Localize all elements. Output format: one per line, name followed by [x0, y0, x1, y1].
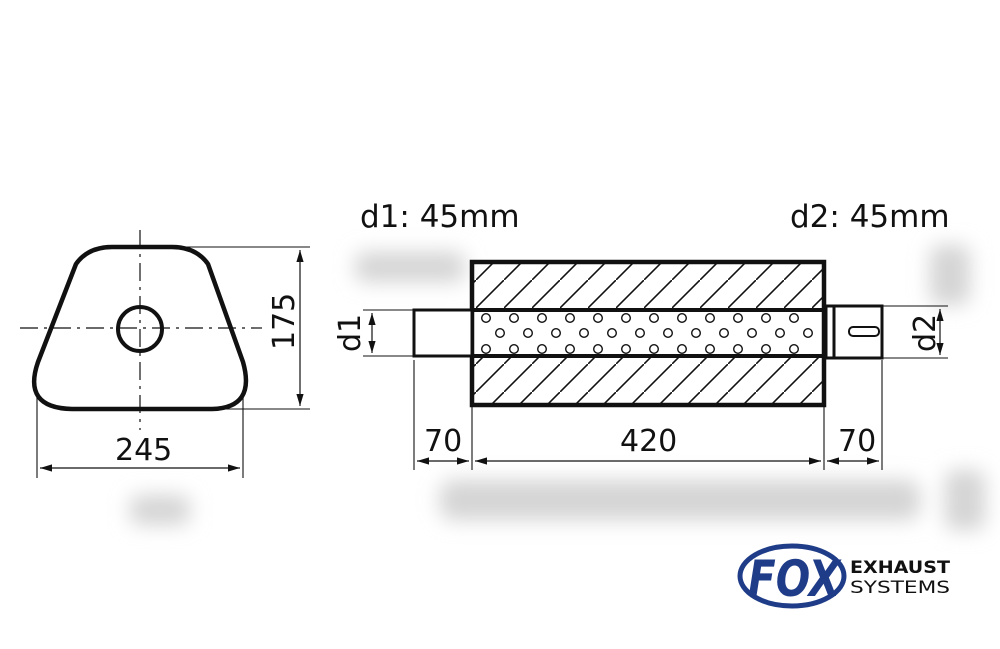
perforation-hole: [509, 313, 520, 324]
logo-oval: [737, 543, 847, 609]
perforation-hole: [481, 344, 492, 355]
d1-label: d1: [333, 314, 368, 352]
perforation-hole: [803, 328, 814, 339]
perforation-hole: [747, 328, 758, 339]
upper-chamber-hatch: [472, 262, 824, 310]
outlet-slot: [848, 326, 880, 337]
perforation-hole: [733, 344, 744, 355]
perforation-hole: [677, 313, 688, 324]
perforation-hole: [761, 344, 772, 355]
perforation-hole: [789, 344, 800, 355]
perforation-hole: [565, 344, 576, 355]
perforation-hole: [691, 328, 702, 339]
drop-shadows: [130, 245, 985, 530]
perforation-hole: [677, 344, 688, 355]
perforation-hole: [621, 313, 632, 324]
longitudinal-view: [363, 259, 948, 470]
perforation-hole: [593, 313, 604, 324]
perforation-hole: [761, 313, 772, 324]
width-label: 245: [115, 433, 172, 468]
logo-brand: FOX: [748, 550, 842, 608]
oval-profile-outline: [31, 244, 249, 412]
perforation-hole: [537, 313, 548, 324]
inlet-length-label: 70: [424, 424, 462, 459]
perforation-hole: [537, 344, 548, 355]
perforation-hole: [733, 313, 744, 324]
perforation-hole: [481, 313, 492, 324]
perforation-hole: [593, 344, 604, 355]
pipe-opening: [116, 305, 164, 353]
d1-spec-label: d1: 45mm: [360, 199, 520, 235]
perforation-hole: [719, 328, 730, 339]
perforation-hole: [775, 328, 786, 339]
height-label: 175: [267, 293, 302, 350]
body-length-label: 420: [620, 424, 677, 459]
perforation-hole: [607, 328, 618, 339]
perforation-hole: [705, 344, 716, 355]
perforation-hole: [509, 344, 520, 355]
perforation-hole: [621, 344, 632, 355]
inlet-pipe: [412, 308, 474, 358]
perforation-hole: [663, 328, 674, 339]
outlet-length-label: 70: [838, 424, 876, 459]
perforation-hole: [789, 313, 800, 324]
perforations: [481, 313, 814, 355]
d2-label: d2: [908, 314, 943, 352]
perforation-hole: [551, 328, 562, 339]
perforation-hole: [523, 328, 534, 339]
fox-exhaust-logo: FOX EXHAUST SYSTEMS: [737, 543, 950, 609]
perforation-hole: [565, 313, 576, 324]
logo-line-systems: SYSTEMS: [850, 578, 950, 598]
perforation-hole: [579, 328, 590, 339]
perforation-hole: [495, 328, 506, 339]
lower-chamber-hatch: [472, 356, 824, 405]
logo-line-exhaust: EXHAUST: [850, 558, 950, 578]
d2-spec-label: d2: 45mm: [790, 199, 950, 235]
perforation-hole: [649, 313, 660, 324]
cross-section-view: [20, 230, 310, 478]
perforation-hole: [649, 344, 660, 355]
perforation-hole: [635, 328, 646, 339]
perforation-hole: [705, 313, 716, 324]
